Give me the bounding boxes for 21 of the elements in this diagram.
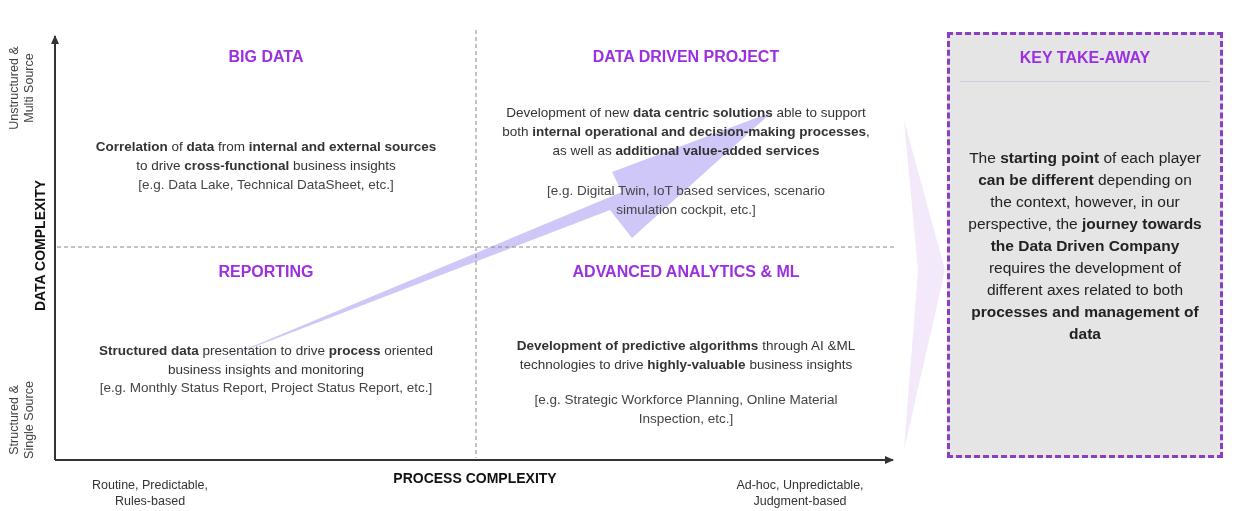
example-list: [e.g. Data Lake, Technical DataSheet, etc.] (76, 175, 456, 194)
axis-title: DATA COMPLEXITY (30, 178, 49, 313)
panel-title: KEY TAKE-AWAY (1018, 49, 1152, 67)
quadrant-description: Correlation of data from internal and external sources to drive cross-functional business insights (94, 138, 438, 175)
takeaway-panel (947, 32, 1223, 458)
axis-end-label: Ad-hoc, Unpredictable, Judgment-based (735, 477, 865, 509)
example-list: [e.g. Strategic Workforce Planning, Online Material Inspection, etc.] (501, 390, 871, 428)
quadrant-title: ADVANCED ANALYTICS & ML (571, 262, 801, 281)
quadrant-title: DATA DRIVEN PROJECT (591, 47, 781, 66)
axis-title: PROCESS COMPLEXITY (392, 469, 558, 488)
quadrant-description: Development of new data centric solutions able to support both internal operational and decision-making processes, as well as additional value-added services (501, 104, 871, 160)
example-list: [e.g. Monthly Status Report, Project Status Report, etc.] (86, 378, 446, 397)
quadrant-description: Development of predictive algorithms through AI &ML technologies to drive highly-valuable business insights (515, 337, 857, 374)
example-list: [e.g. Digital Twin, IoT based services, scenario simulation cockpit, etc.] (531, 181, 841, 219)
quadrant-title: REPORTING (217, 262, 315, 281)
axis-end-label: Routine, Predictable, Rules-based (90, 477, 209, 509)
axis-end-label: Unstructured & Multi Source (7, 45, 37, 132)
takeaway-text: The starting point of each player can be different depending on the context, however, in our perspective, the journey towards the Data Driven Company requires the development of different axes related to both processes and management of data (967, 148, 1203, 344)
axis-end-label: Structured & Single Source (7, 380, 37, 461)
quadrant-title: BIG DATA (227, 47, 305, 66)
quadrant-description: Structured data presentation to drive process oriented business insights and monitoring (98, 342, 434, 379)
